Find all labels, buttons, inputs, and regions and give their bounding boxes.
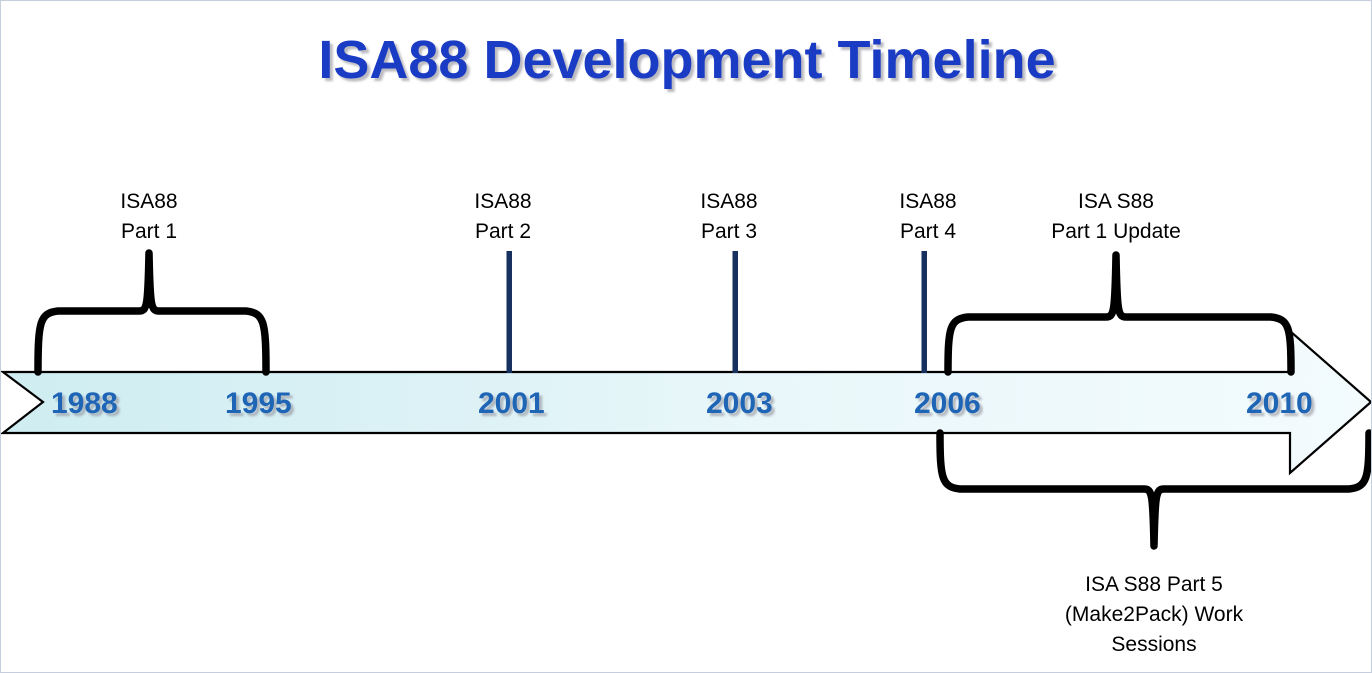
event-label-isa88-part-4: ISA88 Part 4 <box>818 187 1038 247</box>
event-label-line1: ISA88 <box>474 190 532 213</box>
event-label-line2: Part 2 <box>474 220 532 243</box>
brace-isa-s88-part-1-update <box>944 251 1295 376</box>
year-label-2001: 2001 <box>478 387 545 420</box>
event-label-line1: ISA88 <box>120 190 178 213</box>
event-label-line3: Sessions <box>1111 633 1197 656</box>
year-label-1988: 1988 <box>51 387 118 420</box>
event-label-isa88-part-2: ISA88 Part 2 <box>391 187 615 247</box>
tick-isa88-part-3 <box>732 251 738 373</box>
event-label-line2: (Make2Pack) Work <box>1064 603 1244 626</box>
tick-isa88-part-2 <box>506 251 512 373</box>
event-label-isa-s88-part-5: ISA S88 Part 5 (Make2Pack) Work Sessions <box>954 570 1354 660</box>
event-label-line2: Part 4 <box>899 220 957 243</box>
year-label-2003: 2003 <box>706 387 773 420</box>
timeline-arrow <box>1 328 1371 476</box>
brace-isa88-part-1 <box>34 249 270 376</box>
tick-isa88-part-4 <box>921 251 927 373</box>
event-label-line1: ISA S88 <box>1078 190 1154 213</box>
event-label-isa88-part-3: ISA88 Part 3 <box>617 187 841 247</box>
event-label-line2: Part 3 <box>700 220 758 243</box>
event-label-isa88-part-1: ISA88 Part 1 <box>1 187 297 247</box>
event-label-isa-s88-part-1-update: ISA S88 Part 1 Update <box>976 187 1256 247</box>
year-label-2010: 2010 <box>1246 387 1313 420</box>
event-label-line1: ISA S88 Part 5 <box>1085 573 1223 596</box>
brace-isa-s88-part-5 <box>936 429 1371 550</box>
event-label-line2: Part 1 Update <box>1051 220 1181 243</box>
event-label-line1: ISA88 <box>899 190 957 213</box>
event-label-line2: Part 1 <box>120 220 178 243</box>
event-label-line1: ISA88 <box>700 190 758 213</box>
year-label-2006: 2006 <box>914 387 981 420</box>
year-label-1995: 1995 <box>225 387 292 420</box>
page-title: ISA88 Development Timeline <box>318 30 1056 90</box>
